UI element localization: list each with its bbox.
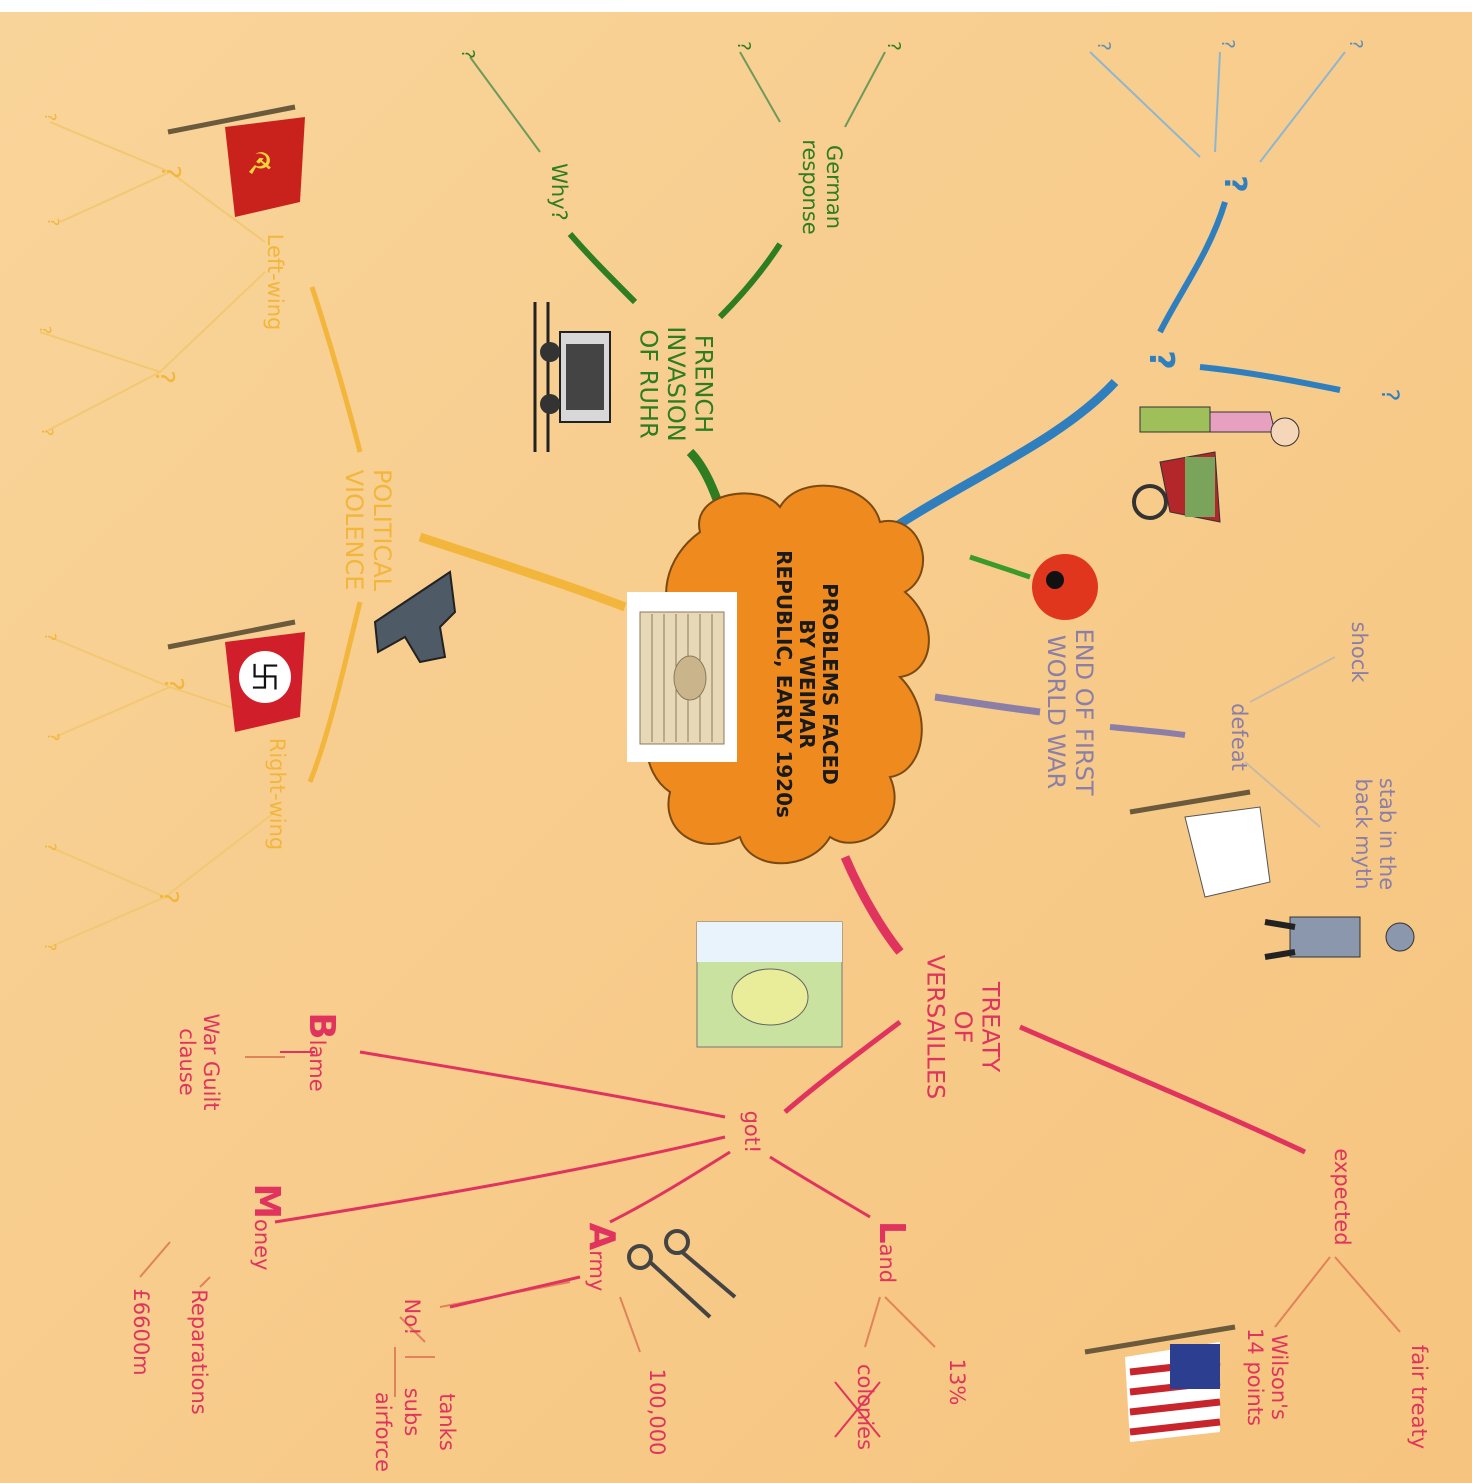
ruhr-title: FRENCHINVASIONOF RUHR xyxy=(634,326,717,442)
inflation-line-2 xyxy=(1199,364,1341,393)
poppy-icon xyxy=(969,554,1098,620)
violence-right-line xyxy=(307,601,363,783)
violence-q-9: ? xyxy=(44,733,63,742)
swastika-flag-icon: 卐 xyxy=(167,619,305,732)
got-land-line xyxy=(769,1155,871,1219)
end-war-title: END OF FIRSTWORLD WAR xyxy=(1042,628,1098,795)
ruhr-thin-1 xyxy=(469,56,541,153)
violence-left-wing: Left-wing xyxy=(263,234,287,331)
soldier-icon xyxy=(1264,916,1415,960)
treaty-reparations: Reparations xyxy=(187,1289,211,1414)
violence-q-4: ? xyxy=(149,370,179,384)
inflation-q1: ? xyxy=(1141,350,1181,370)
inflation-q6: ? xyxy=(1345,39,1366,49)
ruhr-thin-2 xyxy=(739,51,781,123)
violence-thin-lines xyxy=(39,121,276,948)
violence-q-6: ? xyxy=(38,428,57,437)
violence-q-1: ? xyxy=(155,165,185,179)
train-icon xyxy=(533,302,611,452)
mind-map-paper: ☭ 卐 xyxy=(0,12,1472,1483)
got-money-line xyxy=(274,1135,726,1224)
end-war-stab-line xyxy=(1244,761,1321,828)
inflation-line-1 xyxy=(1157,201,1228,334)
treaty-subs: subs xyxy=(400,1388,424,1437)
ruhr-german-response: Germanresponse xyxy=(798,139,846,234)
ruhr-response-line xyxy=(717,242,783,320)
treaty-troops: 100,000 xyxy=(645,1369,669,1456)
end-war-shock-line xyxy=(1249,656,1336,703)
treaty-tanks: tanks xyxy=(435,1393,459,1451)
pistol-icon xyxy=(373,570,457,664)
ruhr-thin-3 xyxy=(844,51,886,128)
inflation-thin-2 xyxy=(1214,51,1221,153)
violence-main-line xyxy=(418,532,627,612)
violence-q-5: ? xyxy=(36,326,55,335)
violence-q-3: ? xyxy=(44,218,63,227)
violence-q-12: ? xyxy=(41,943,60,952)
inflation-main-line xyxy=(877,378,1119,541)
treaty-war-guilt: War Guiltclause xyxy=(175,1013,223,1110)
treaty-got: got! xyxy=(740,1111,764,1154)
army-no-line xyxy=(449,1275,581,1309)
inflation-q2: ? xyxy=(1217,175,1252,192)
violence-title: POLITICALVIOLENCE xyxy=(340,469,396,592)
violence-q-11: ? xyxy=(41,843,60,852)
violence-right-wing: Right-wing xyxy=(265,738,289,851)
violence-q-7: ? xyxy=(158,677,188,691)
treaty-land-pct: 13% xyxy=(945,1359,969,1406)
treaty-wilson: Wilson's14 points xyxy=(1243,1328,1291,1426)
treaty-got-line xyxy=(783,1020,902,1114)
treaty-expected-line xyxy=(1018,1024,1307,1155)
central-title: PROBLEMS FACEDBY WEIMARREPUBLIC, EARLY 1… xyxy=(772,550,842,818)
treaty-money: Money xyxy=(246,1183,287,1270)
got-blame-line xyxy=(359,1050,726,1119)
violence-q-10: ? xyxy=(153,890,183,904)
violence-q-8: ? xyxy=(41,633,60,642)
ruhr-q-why: ? xyxy=(457,49,478,59)
white-flag-icon xyxy=(1129,789,1271,898)
reichstag-image xyxy=(627,592,737,762)
inflation-thin-3 xyxy=(1259,51,1346,163)
end-war-defeat: defeat xyxy=(1227,703,1251,771)
violence-left-line xyxy=(309,286,363,453)
ruhr-q-resp2: ? xyxy=(883,41,904,51)
violence-q-2: ? xyxy=(41,113,60,122)
versailles-cartoon xyxy=(696,921,843,1048)
end-war-main-line xyxy=(934,693,1041,716)
svg-text:☭: ☭ xyxy=(247,147,274,182)
treaty-expected: expected xyxy=(1330,1148,1354,1245)
ruhr-why: Why? xyxy=(547,163,571,221)
treaty-airforce: airforce xyxy=(371,1392,395,1472)
scissors-icon xyxy=(627,1229,737,1319)
treaty-army: Army xyxy=(581,1223,622,1292)
ruhr-q-resp1: ? xyxy=(733,41,754,51)
inflation-q3: ? xyxy=(1376,389,1404,402)
treaty-title: TREATYOFVERSAILLES xyxy=(921,955,1004,1100)
end-war-shock: shock xyxy=(1347,622,1371,684)
inflation-q5: ? xyxy=(1217,39,1238,49)
svg-text:卐: 卐 xyxy=(250,661,280,696)
got-army-line xyxy=(609,1150,731,1224)
end-war-stab: stab in theback myth xyxy=(1351,778,1399,890)
treaty-no: No! xyxy=(400,1299,424,1336)
treaty-land: Land xyxy=(871,1221,912,1283)
treaty-amount: £6600m xyxy=(129,1288,153,1375)
end-war-defeat-line xyxy=(1109,724,1186,738)
wheelbarrow-money-icon xyxy=(1132,406,1300,523)
treaty-fair-treaty: fair treaty xyxy=(1407,1345,1431,1449)
treaty-colonies: colonies xyxy=(853,1364,877,1450)
inflation-q4: ? xyxy=(1093,41,1114,51)
inflation-thin-1 xyxy=(1089,51,1201,158)
mind-map-canvas: ☭ 卐 xyxy=(0,12,1472,1483)
treaty-blame: Blame xyxy=(301,1012,342,1091)
treaty-main-line xyxy=(840,855,904,955)
colonies-strike-mark xyxy=(834,1381,881,1438)
ruhr-why-line xyxy=(567,232,638,305)
soviet-flag-icon: ☭ xyxy=(167,104,305,217)
us-flag-icon xyxy=(1084,1324,1236,1442)
